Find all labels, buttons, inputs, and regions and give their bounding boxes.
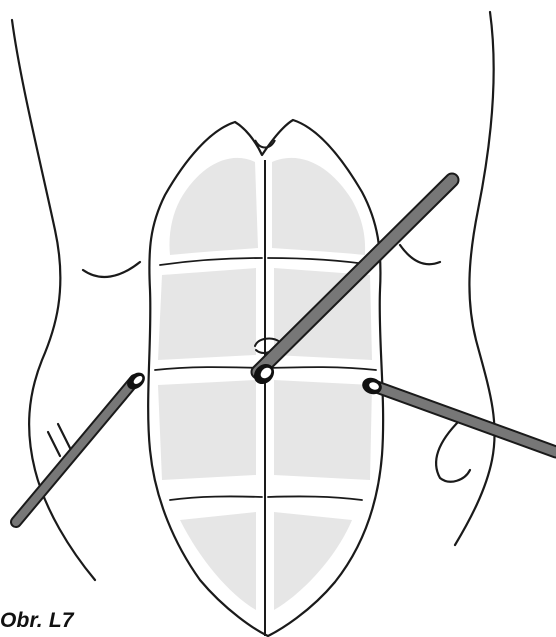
hip-line-left-2 bbox=[58, 424, 72, 452]
segment-right-1 bbox=[272, 158, 365, 255]
rib-arc-left bbox=[83, 262, 140, 277]
hip-line-left-1 bbox=[48, 432, 60, 456]
segment-right-3 bbox=[274, 380, 372, 480]
torso-right-contour bbox=[455, 12, 495, 545]
trocar-right bbox=[360, 375, 556, 452]
flank-fold-right bbox=[436, 420, 470, 482]
figure-caption: Obr. L7 bbox=[0, 609, 74, 633]
torso-left-contour bbox=[12, 20, 95, 580]
rib-arc-right bbox=[400, 245, 440, 264]
trocar-left bbox=[16, 369, 148, 522]
segment-left-3 bbox=[158, 380, 256, 480]
segment-left-2 bbox=[158, 268, 256, 360]
